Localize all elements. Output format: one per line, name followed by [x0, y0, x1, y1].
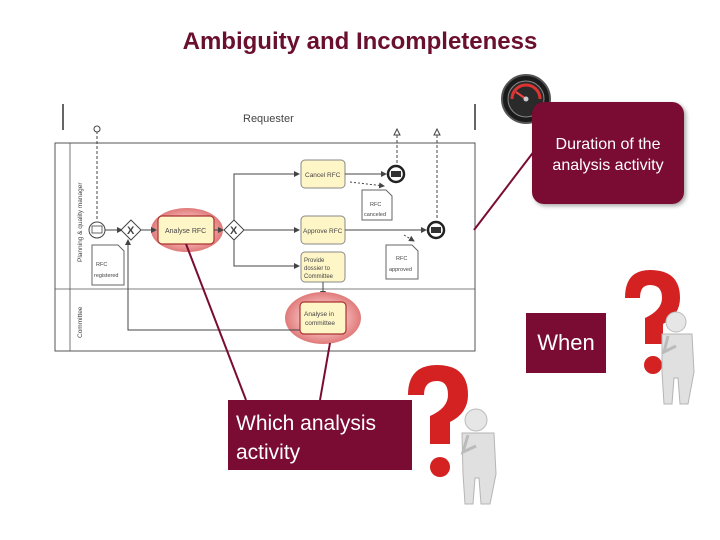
pool-label: Requester: [243, 113, 294, 125]
start-event: [88, 221, 106, 239]
connector-which-1: [185, 243, 247, 401]
data-object-canceled: [361, 189, 393, 221]
data-object-registered-label: RFC registered: [94, 262, 118, 279]
gateway-2-symbol: X: [230, 225, 238, 237]
task-analyse-in-committee: [299, 301, 347, 335]
data-object-approved: [385, 244, 419, 280]
connector-duration: [473, 149, 536, 231]
callout-duration: Duration of the analysis activity: [532, 102, 684, 204]
lane-label-committee: Committee: [77, 306, 84, 338]
task-provide-dossier-label: Provide dossier to Committee: [304, 258, 334, 280]
task-cancel-rfc-label: Cancel RFC: [305, 172, 341, 179]
question-man-icon: [625, 270, 695, 405]
data-object-canceled-label: RFC canceled: [364, 202, 386, 218]
task-analyse-in-committee-label: Analyse in committee: [304, 311, 336, 327]
gateway-1: [120, 219, 142, 241]
data-object-approved-label: RFC approved: [389, 256, 412, 273]
callout-when: When: [526, 313, 606, 373]
data-object-registered: [91, 244, 125, 286]
lane-label-planning: Planning & quality manager: [77, 182, 84, 262]
connector-which-2: [319, 342, 331, 401]
task-analyse-rfc-label: Analyse RFC: [165, 228, 206, 235]
slide-title: Ambiguity and Incompleteness: [182, 28, 538, 55]
task-approve-rfc-label: Approve RFC: [303, 228, 343, 235]
question-man-icon: [408, 365, 497, 505]
gateway-1-symbol: X: [127, 225, 135, 237]
callout-which-activity: Which analysis activity: [228, 400, 412, 470]
